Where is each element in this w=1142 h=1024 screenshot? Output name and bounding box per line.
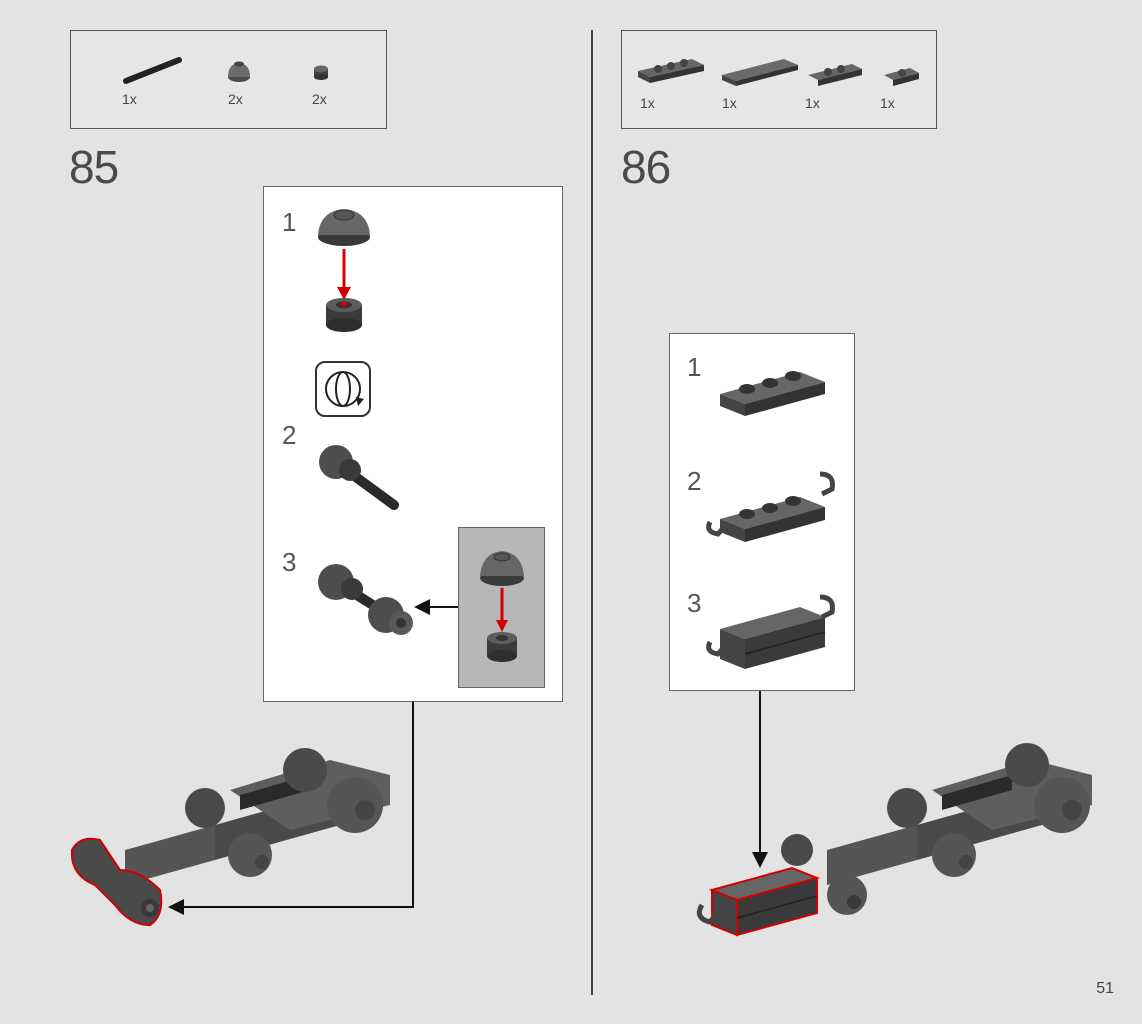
substep-3-label: 3 [282,547,297,577]
substep-1-dome [318,209,370,246]
substep-1-label: 1 [282,207,297,237]
model-illustration-86 [696,691,1092,937]
substep-3-arrow [414,599,458,615]
substep-1-plate [720,371,825,416]
substep-1-label-86: 1 [687,352,702,382]
qty-dome-round: 2x [228,91,243,107]
small-round-part [314,65,328,80]
rotate-model-icon [315,361,371,417]
sub-callout-85 [458,527,545,688]
qty-plate-clip-1x2: 1x [805,95,820,111]
callout-85-illustration [315,209,458,635]
qty-axle-rod: 1x [122,91,137,107]
car-chassis-86 [781,743,1092,915]
qty-plate-1x3: 1x [640,95,655,111]
axle-rod-part [123,57,182,84]
page-divider [591,30,593,995]
step-number-85: 85 [69,141,119,193]
substep-3-label-86: 3 [687,588,702,618]
page-number: 51 [1096,980,1114,997]
plate-clip-1x1-part [884,68,919,86]
callout-connector-85 [168,702,414,915]
car-chassis-85 [125,748,390,885]
substep-3-tile-assembly [706,594,835,669]
sub-assembly-callout-85: 1 2 3 [263,186,563,702]
substep-1-small-round [326,298,362,332]
qty-tile-1x4: 1x [722,95,737,111]
sub-assembly-callout-86: 1 2 3 [669,333,855,691]
highlighted-tile-assembly-86 [696,866,821,937]
model-illustration-85 [70,702,414,927]
step-number-86: 86 [621,141,671,193]
highlighted-axle-85 [70,837,163,927]
substep-2-label-86: 2 [687,466,702,496]
parts-list-step-85: 1x 2x 2x [70,30,387,129]
callout-86-illustration [706,371,835,669]
substep-2-label: 2 [282,420,297,450]
tile-1x4-part [722,59,798,86]
dome-round-part [228,61,250,82]
substep-1-arrow [337,249,351,300]
qty-plate-clip-1x1: 1x [880,95,895,111]
parts-images [123,57,328,84]
plate-1x3-part [638,59,704,83]
parts-images-86 [638,59,919,86]
sub-callout-85-illustration [480,551,524,662]
plate-clip-1x2-part [808,64,862,86]
substep-2-plate-with-clips [706,471,835,542]
parts-list-step-86: 1x 1x 1x 1x [621,30,937,129]
substep-2-assembly [319,445,399,510]
qty-small-round: 2x [312,91,327,107]
substep-3-assembly [318,564,413,635]
callout-connector-86 [752,691,768,868]
